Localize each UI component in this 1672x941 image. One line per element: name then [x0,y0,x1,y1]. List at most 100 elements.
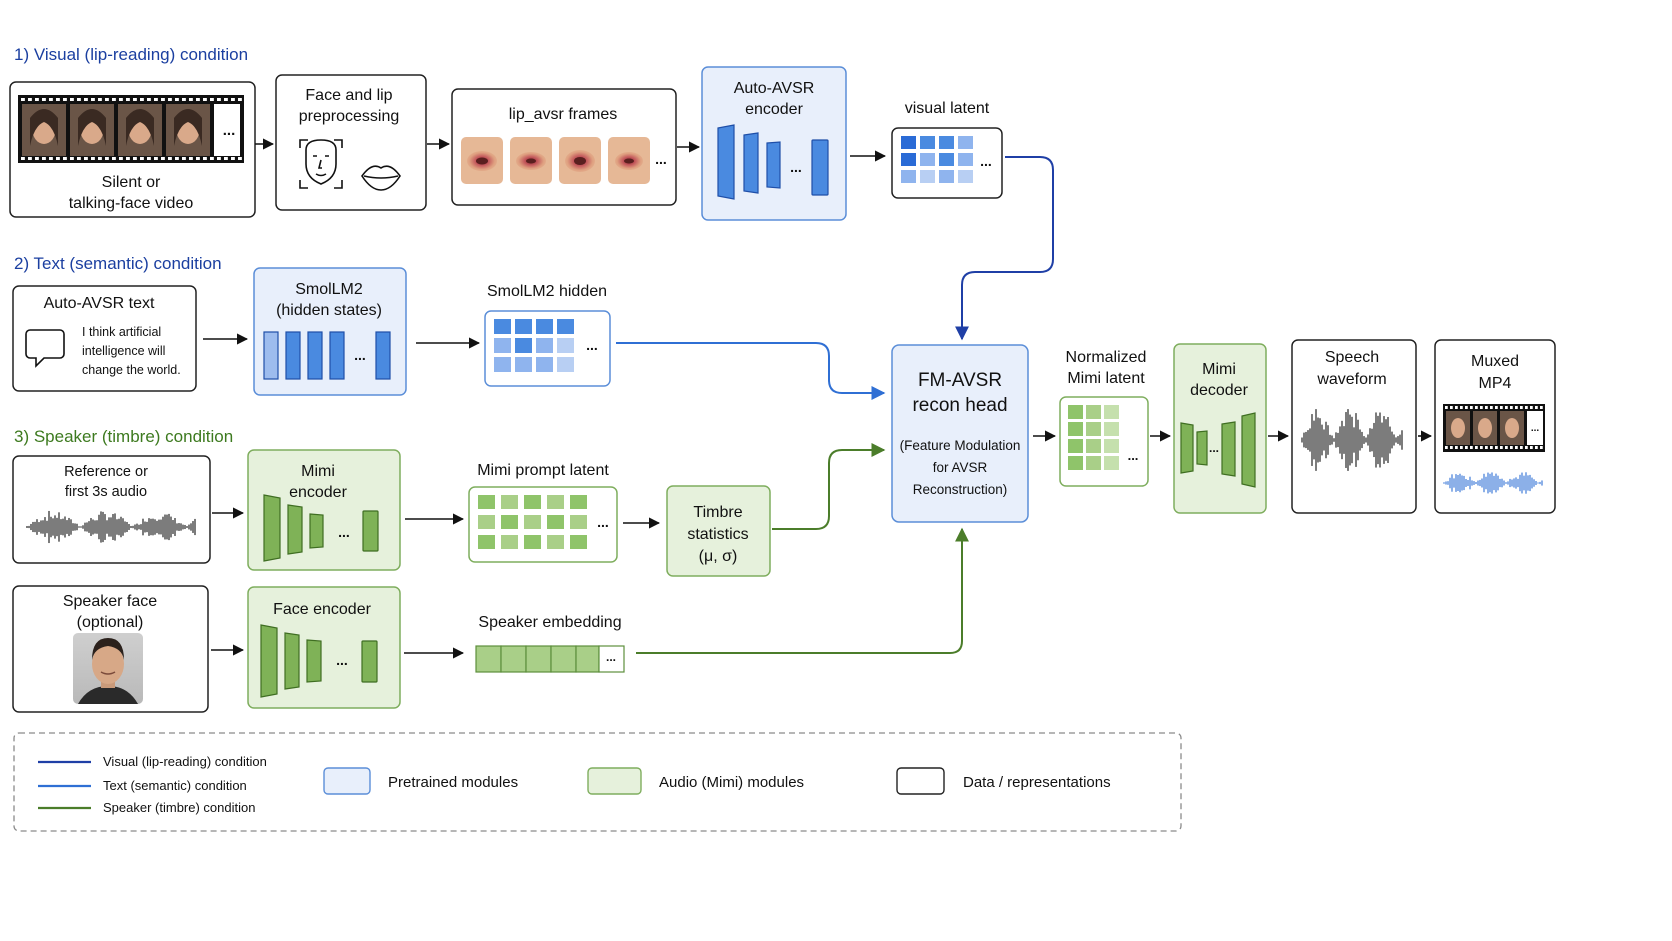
node-speaker-face: Speaker face (optional) [12,585,209,713]
latent-cell [1068,439,1083,453]
video-label-2: talking-face video [69,195,194,212]
timbre-label-3: (μ, σ) [699,548,738,565]
film-hole [1485,446,1488,449]
film-hole [182,157,186,160]
film-hole [217,98,221,101]
output-waveform [1301,409,1403,471]
node-avsr-encoder: Auto-AVSR encoder ... [701,66,847,221]
latent-cell [547,515,564,529]
fm-head-sub-1: (Feature Modulation [900,438,1021,453]
film-hole [1490,406,1493,409]
latent-cell [524,535,541,549]
latent-cell [536,319,553,334]
route-face-condition [636,527,969,654]
latent-cell [536,357,553,372]
film-hole [63,98,67,101]
film-hole [63,157,67,160]
latent-cell [570,535,587,549]
film-hole [189,98,193,101]
film-hole [1520,406,1523,409]
speaker-face-label-1: Speaker face [63,593,157,610]
film-hole [210,157,214,160]
flow-arrows [203,138,1433,659]
smollm-hidden-grid [494,319,574,372]
film-hole [224,98,228,101]
latent-cell [939,170,954,183]
legend: Visual (lip-reading) condition Text (sem… [13,732,1182,832]
fm-head-title-2: recon head [912,395,1007,416]
node-visual-latent: visual latent ... [891,100,1003,199]
latent-cell [1104,405,1119,419]
muxed-label-2: MP4 [1479,375,1512,392]
film-hole [1515,446,1518,449]
smollm-label-1: SmolLM2 [295,281,363,298]
film-hole [119,98,123,101]
latent-cell [1104,456,1119,470]
node-timbre-stats: Timbre statistics (μ, σ) [666,485,771,577]
film-hole [112,98,116,101]
film-hole [49,157,53,160]
node-video: ... Silent or talking-face video [9,81,256,218]
latent-cell [920,170,935,183]
visual-latent-grid [901,136,973,183]
legend-label-audio: Audio (Mimi) modules [659,774,804,791]
film-hole [112,157,116,160]
node-face-encoder: Face encoder ... [247,586,401,709]
hidden-state-bars-icon [263,331,391,380]
node-avsr-text: Auto-AVSR text I think artificial intell… [12,285,197,392]
film-hole [84,157,88,160]
film-hole [1450,446,1453,449]
mp4-ellipsis: ... [1531,423,1540,434]
film-hole [203,157,207,160]
film-hole [1525,406,1528,409]
latent-cell [494,338,511,353]
mimi-encoder-ellipsis: ... [338,524,350,540]
node-mimi-decoder: Mimi decoder ... [1173,343,1267,514]
node-reference-audio: Reference or first 3s audio [12,455,211,564]
film-hole [126,98,130,101]
reference-label-2: first 3s audio [65,484,147,500]
latent-cell [515,338,532,353]
mp4-audio-waveform [1443,472,1543,494]
film-hole [168,157,172,160]
film-hole [1460,406,1463,409]
film-hole [1515,406,1518,409]
avsr-text-line-1: I think artificial [82,325,161,339]
avsr-encoder-label-1: Auto-AVSR [734,80,815,97]
film-hole [1445,406,1448,409]
speaker-embedding-label: Speaker embedding [478,614,621,631]
mimi-prompt-ellipsis: ... [597,514,609,530]
node-speaker-embedding: Speaker embedding ... [475,614,625,673]
film-hole [1480,446,1483,449]
preproc-label-2: preprocessing [299,108,400,125]
film-hole [84,98,88,101]
latent-cell [524,495,541,509]
latent-cell [1086,456,1101,470]
latent-cell [547,535,564,549]
film-hole [77,98,81,101]
visual-latent-label: visual latent [905,100,990,117]
latent-cell [1086,439,1101,453]
film-hole [196,98,200,101]
film-hole [42,157,46,160]
latent-cell [1104,439,1119,453]
fm-head-sub-3: Reconstruction) [913,482,1008,497]
film-hole [42,98,46,101]
latent-cell [1104,422,1119,436]
film-hole [28,98,32,101]
latent-cell [920,136,935,149]
film-hole [238,157,242,160]
film-hole [217,157,221,160]
film-hole [1490,446,1493,449]
film-hole [238,98,242,101]
film-hole [1530,446,1533,449]
smollm-hidden-label: SmolLM2 hidden [487,283,607,300]
film-hole [1470,406,1473,409]
film-hole [1465,446,1468,449]
timbre-label-1: Timbre [693,504,742,521]
smollm-label-2: (hidden states) [276,302,382,319]
section-title-visual: 1) Visual (lip-reading) condition [14,45,248,64]
avsr-text-line-3: change the world. [82,363,181,377]
speech-bubble-icon [25,329,65,368]
film-hole [77,157,81,160]
